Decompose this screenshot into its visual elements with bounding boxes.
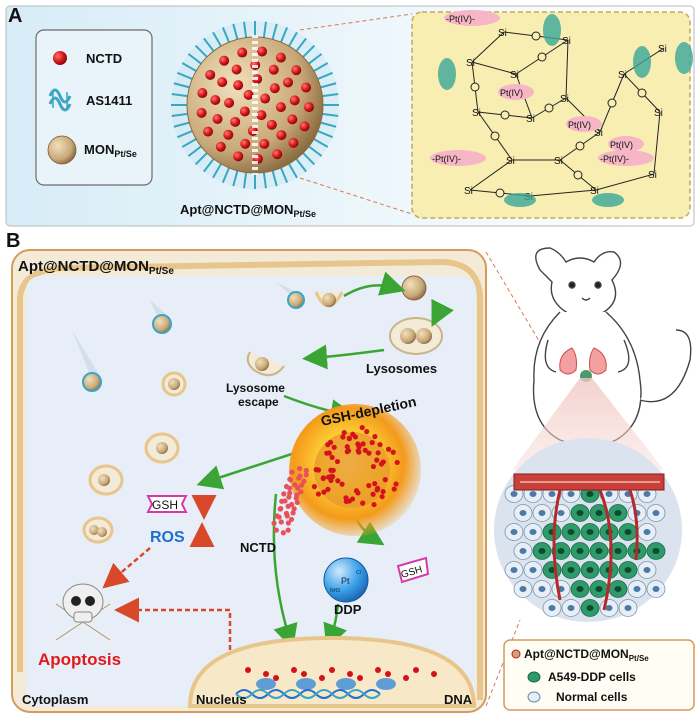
gsh-label: GSH bbox=[152, 498, 178, 512]
si-atom: Si bbox=[526, 114, 535, 125]
lysosome-escape-label-2: escape bbox=[238, 395, 279, 409]
si-atom: Si bbox=[618, 70, 627, 81]
si-atom: Si bbox=[562, 36, 571, 47]
tumor-tissue bbox=[494, 438, 682, 622]
legend-as1411-label: AS1411 bbox=[86, 93, 132, 108]
pt-link: Pt(IV) bbox=[610, 140, 633, 150]
panel-b-letter: B bbox=[6, 230, 20, 252]
dna-label: DNA bbox=[444, 692, 473, 707]
cytoplasm-label: Cytoplasm bbox=[22, 692, 88, 707]
tissue-legend-a549: A549-DDP cells bbox=[548, 670, 636, 684]
si-atom: Si bbox=[466, 58, 475, 69]
panel-a-letter: A bbox=[8, 5, 22, 27]
pt-link: Pt(IV) bbox=[568, 120, 591, 130]
pt-bridge: -Pt(IV)- bbox=[600, 154, 629, 164]
tissue-legend-normal: Normal cells bbox=[556, 690, 628, 704]
ddp-label: DDP bbox=[334, 602, 362, 617]
si-atom: Si bbox=[648, 170, 657, 181]
nanoparticle-legend-icon bbox=[512, 650, 520, 658]
si-atom: Si bbox=[498, 28, 507, 39]
normal-cell-legend-icon bbox=[528, 692, 540, 702]
ddp-pt-center: Pt bbox=[341, 576, 350, 586]
pt-link: Pt(IV) bbox=[500, 88, 523, 98]
apoptosis-label: Apoptosis bbox=[38, 650, 121, 669]
lysosomes-label: Lysosomes bbox=[366, 361, 437, 376]
ros-label: ROS bbox=[150, 529, 185, 546]
nctd-legend-icon bbox=[53, 51, 67, 65]
si-atom: Si bbox=[506, 156, 515, 167]
pt-bridge: -Pt(IV)- bbox=[446, 14, 475, 24]
si-atom: Si bbox=[472, 108, 481, 119]
ddp-nh3: NH3 bbox=[330, 588, 340, 594]
si-atom: Si bbox=[658, 44, 667, 55]
apt-nctd-mon-nanoparticle bbox=[171, 21, 339, 189]
a549-cell-legend-icon bbox=[528, 672, 540, 682]
ddp-cl: Cl bbox=[356, 570, 361, 576]
mon-legend-icon bbox=[48, 136, 76, 164]
pt-bridge: -Pt(IV)- bbox=[432, 154, 461, 164]
legend-nctd-label: NCTD bbox=[86, 51, 122, 66]
si-atom: Si bbox=[510, 70, 519, 81]
si-atom: Si bbox=[554, 156, 563, 167]
si-atom: Si bbox=[560, 94, 569, 105]
si-atom: Si bbox=[464, 186, 473, 197]
nctd-label: NCTD bbox=[240, 540, 276, 555]
lysosome-escape-label-1: Lysosome bbox=[226, 381, 285, 395]
si-atom: Si bbox=[654, 108, 663, 119]
nucleus-label: Nucleus bbox=[196, 692, 247, 707]
